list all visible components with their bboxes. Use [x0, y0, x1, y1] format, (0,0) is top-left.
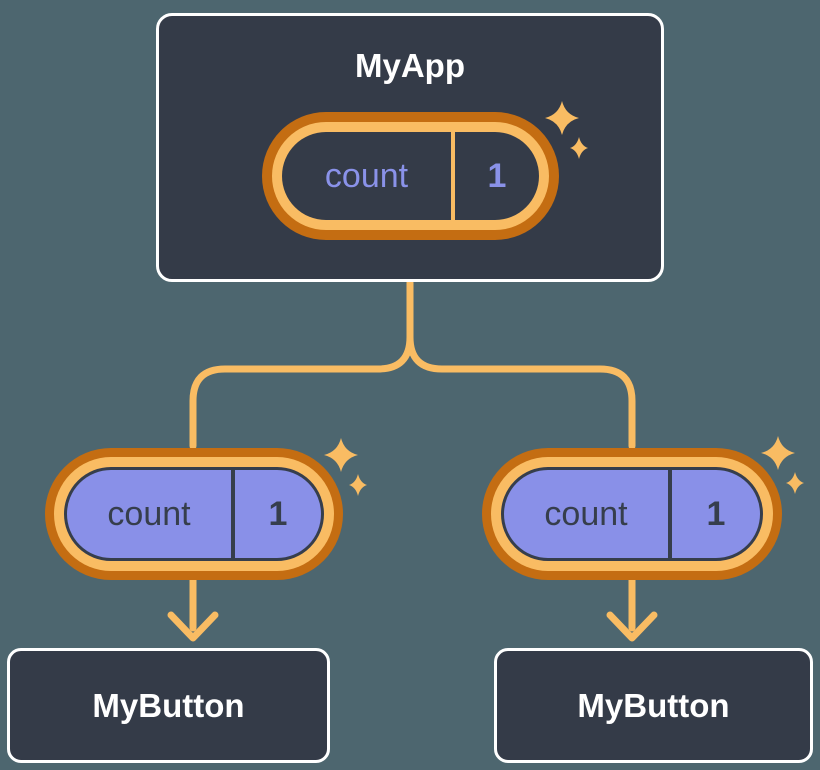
component-title: MyApp [355, 47, 465, 84]
component-title: MyButton [577, 686, 730, 724]
state-value: 1 [487, 156, 507, 195]
state-name: count [324, 156, 409, 195]
fork-connector-right [406, 279, 636, 450]
sparkle-icon [545, 101, 588, 159]
prop-pill-left: count 1 [45, 448, 343, 580]
sparkle-icon [324, 438, 367, 496]
component-title: MyButton [92, 686, 245, 724]
sparkle-icon [761, 436, 804, 494]
pill-divider [231, 470, 235, 558]
prop-name: count [544, 494, 628, 533]
state-pill-myapp: count 1 [262, 112, 559, 240]
prop-value: 1 [706, 494, 726, 533]
pill-body: count 1 [501, 467, 763, 561]
pill-body: count 1 [64, 467, 324, 561]
prop-pill-right: count 1 [482, 448, 782, 580]
component-card-mybutton-left: MyButton [7, 648, 330, 763]
arrow-left-head [167, 611, 219, 642]
pill-divider [668, 470, 672, 558]
prop-value: 1 [268, 494, 288, 533]
prop-name: count [107, 494, 191, 533]
arrow-right-head [606, 611, 658, 642]
pill-body: count 1 [282, 132, 539, 220]
component-card-mybutton-right: MyButton [494, 648, 813, 763]
pill-divider [451, 132, 455, 220]
fork-connector-left [189, 279, 414, 450]
